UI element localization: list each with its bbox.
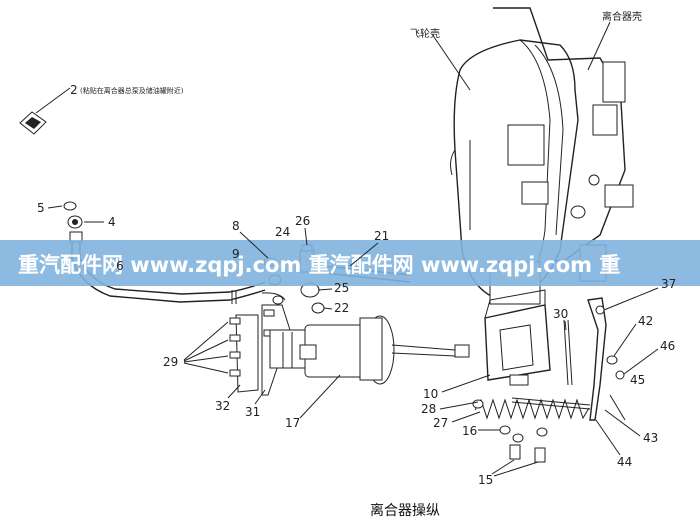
callout-5: 5 bbox=[37, 201, 45, 215]
callout-32: 32 bbox=[215, 399, 230, 413]
callout-21: 21 bbox=[374, 229, 389, 243]
note-text: (粘贴在离合器总泵及储油罐附近) bbox=[80, 86, 184, 95]
callout-16: 16 bbox=[462, 424, 477, 438]
callout-30: 30 bbox=[553, 307, 568, 321]
callout-17: 17 bbox=[285, 416, 300, 430]
flywheel-housing-label: 飞轮壳 bbox=[410, 27, 440, 40]
watermark-band bbox=[0, 240, 700, 286]
callout-28: 28 bbox=[421, 402, 436, 416]
callout-37: 37 bbox=[661, 277, 676, 291]
flywheel-housing-leader bbox=[431, 33, 471, 91]
return-spring bbox=[474, 398, 590, 420]
seal-ring bbox=[63, 201, 77, 211]
diagram-caption: 离合器操纵 bbox=[370, 502, 440, 519]
callout-8: 8 bbox=[232, 219, 240, 233]
callout-10: 10 bbox=[423, 387, 438, 401]
callout-6: 6 bbox=[116, 259, 124, 273]
callout-27: 27 bbox=[433, 416, 448, 430]
callout-46: 46 bbox=[660, 339, 675, 353]
callout-22: 22 bbox=[334, 301, 349, 315]
clutch-housing-label: 离合器壳 bbox=[602, 10, 642, 23]
callout-42: 42 bbox=[638, 314, 653, 328]
note-number: 2 bbox=[70, 83, 78, 97]
clutch-booster bbox=[269, 315, 470, 385]
callout-25: 25 bbox=[334, 281, 349, 295]
callout-31: 31 bbox=[245, 405, 260, 419]
clutch-housing-leader bbox=[587, 21, 611, 71]
callout-44: 44 bbox=[617, 455, 632, 469]
callout-labels: 5 4 6 8 9 26 24 21 25 22 29 32 31 17 10 … bbox=[37, 201, 676, 487]
callout-4: 4 bbox=[108, 215, 116, 229]
callout-9: 9 bbox=[232, 247, 240, 261]
note-leader bbox=[35, 87, 71, 114]
callout-26: 26 bbox=[295, 214, 310, 228]
callout-29: 29 bbox=[163, 355, 178, 369]
callout-15: 15 bbox=[478, 473, 493, 487]
warning-label-icon bbox=[19, 111, 47, 135]
clutch-lever bbox=[587, 297, 626, 421]
callout-24: 24 bbox=[275, 225, 290, 239]
callout-43: 43 bbox=[643, 431, 658, 445]
callout-45: 45 bbox=[630, 373, 645, 387]
watermark-text: 重汽配件网 www.zqpj.com 重汽配件网 www.zqpj.com 重 bbox=[18, 253, 620, 277]
push-rod bbox=[511, 397, 591, 410]
booster-bracket bbox=[484, 289, 551, 386]
